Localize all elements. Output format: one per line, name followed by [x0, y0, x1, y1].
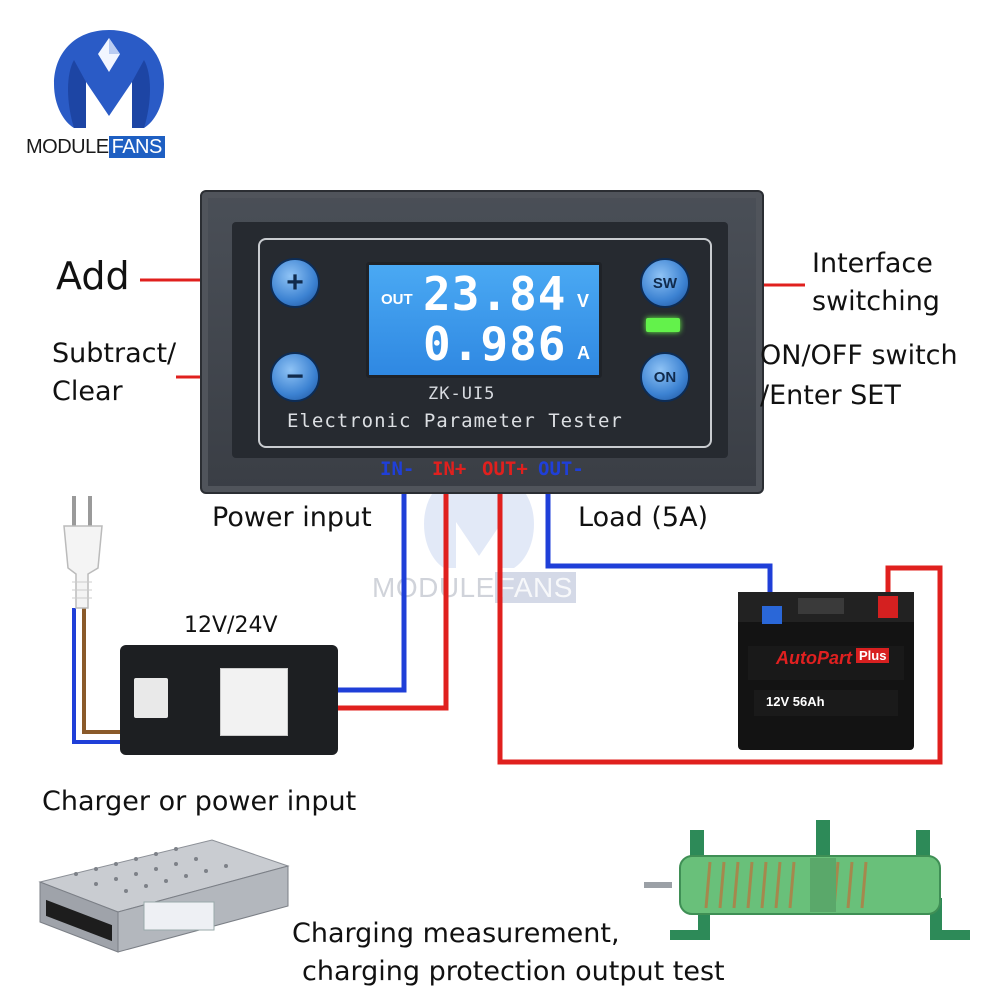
battery-brand: AutoPart: [776, 648, 852, 668]
label-interface-line1: Interface: [812, 248, 933, 279]
label-charging-line2: charging protection output test: [302, 956, 725, 987]
label-subtract-line2: Clear: [52, 376, 123, 407]
lcd-voltage-unit: V: [577, 291, 590, 311]
terminal-out-negative: OUT-: [538, 458, 584, 480]
battery-badge: Plus: [856, 648, 890, 663]
label-subtract-line1: Subtract/: [52, 338, 177, 369]
model-label: ZK-UI5: [428, 384, 496, 404]
label-power-input: Power input: [212, 502, 372, 533]
lcd-out-label: OUT: [381, 291, 413, 308]
label-adapter-voltage: 12V/24V: [184, 613, 278, 638]
watermark-word-2: FANS: [494, 572, 576, 603]
battery-graphic: [738, 592, 914, 716]
lcd-current-unit: A: [577, 343, 590, 363]
plug-cable-brown: [82, 608, 124, 734]
device-subtitle: Electronic Parameter Tester: [287, 410, 623, 432]
label-add: Add: [56, 254, 130, 298]
label-charging-line1: Charging measurement,: [292, 918, 620, 949]
label-interface-line2: switching: [812, 286, 940, 317]
label-load: Load (5A): [578, 502, 709, 533]
label-onoff-line1: ON/OFF switch: [760, 340, 958, 371]
brand-word-1: MODULE: [26, 136, 109, 158]
wire-in-positive: [336, 478, 449, 711]
battery-spec: 12V 56Ah: [766, 694, 825, 709]
label-charger: Charger or power input: [42, 786, 357, 817]
terminal-in-positive: IN+: [432, 458, 467, 480]
lcd-screen: OUT 23.84 V 0.986 A: [366, 262, 602, 378]
car-battery: AutoPart Plus 12V 56Ah: [738, 592, 914, 750]
watermark-logo-icon: [424, 470, 534, 568]
lcd-current: 0.986: [423, 317, 567, 371]
terminal-out-positive: OUT+: [482, 458, 528, 480]
label-onoff-line2: /Enter SET: [760, 380, 901, 411]
load-resistor-icon: [644, 820, 970, 940]
watermark-word-1: MODULE: [372, 572, 495, 603]
device-panel-frame: [258, 238, 712, 448]
minus-button[interactable]: −: [270, 352, 320, 402]
plus-button[interactable]: +: [270, 258, 320, 308]
wire-out-positive: [497, 478, 943, 765]
brand-word-2: FANS: [108, 136, 165, 158]
status-led: [646, 318, 680, 332]
sw-button[interactable]: SW: [640, 258, 690, 308]
plug-cable-blue: [72, 608, 124, 744]
adapter-switch-icon: [134, 678, 168, 718]
on-button[interactable]: ON: [640, 352, 690, 402]
brand-logo-icon: [54, 30, 164, 128]
adapter-label-sticker: [220, 668, 288, 736]
wire-in-negative: [336, 478, 407, 693]
lcd-voltage: 23.84: [423, 267, 567, 321]
terminal-in-negative: IN-: [380, 458, 415, 480]
power-plug-icon: [63, 496, 103, 609]
wire-out-negative: [545, 478, 773, 622]
power-supply-unit-icon: [38, 839, 290, 953]
